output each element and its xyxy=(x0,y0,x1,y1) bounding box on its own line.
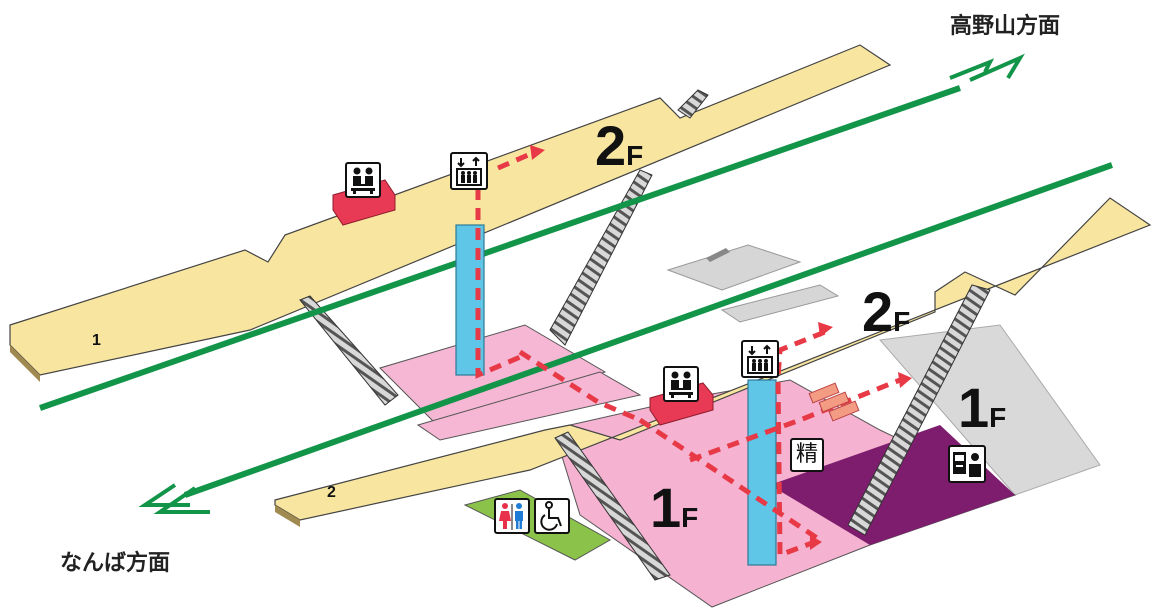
concourse-strip xyxy=(416,371,642,441)
platform-number-2: 2 xyxy=(327,484,336,501)
route-arrowhead-upper xyxy=(530,145,545,160)
elevator-icon xyxy=(741,340,779,378)
arrow-namba xyxy=(138,483,210,514)
track-lower xyxy=(183,162,1114,498)
platform-number-1: 1 xyxy=(92,332,101,349)
stairs-top-right xyxy=(677,89,709,119)
route-arrowhead-lower xyxy=(818,322,833,337)
gray-area-mid xyxy=(720,284,840,323)
route-arrowhead-end xyxy=(810,535,822,550)
platform-2-edge xyxy=(275,505,300,527)
fare-adjustment-sign: 精 xyxy=(790,438,824,472)
toilet-icon xyxy=(494,498,530,534)
route-arrowhead-stair xyxy=(898,372,912,388)
stairs-left xyxy=(299,295,399,406)
waiting-room-icon xyxy=(345,162,381,198)
elevator-icon xyxy=(450,152,488,190)
stairs-upper xyxy=(549,169,653,346)
stairs-right xyxy=(847,284,991,536)
direction-koyasan: 高野山方面 xyxy=(950,14,1061,39)
floor-label-upper-2f: 2F xyxy=(595,114,644,177)
waiting-room-icon xyxy=(663,366,699,402)
floor-label-lower-2f: 2F xyxy=(862,280,911,343)
arrow-koyasan xyxy=(949,53,1025,82)
stairs-lower-left xyxy=(554,431,671,581)
floor-label-1f: 1F xyxy=(650,476,699,539)
floor-label-right-1f: 1F xyxy=(958,376,1007,439)
platform-2 xyxy=(274,197,1152,521)
direction-namba: なんば方面 xyxy=(60,551,171,576)
platform-1 xyxy=(9,44,892,376)
platform-1-edge xyxy=(10,345,40,382)
accessible-toilet-icon xyxy=(534,498,570,534)
accessible-route xyxy=(475,149,901,559)
ticket-machine-icon xyxy=(948,445,986,483)
track-upper xyxy=(39,85,961,411)
elevator-shaft-lower xyxy=(747,379,777,566)
ticket-gates xyxy=(808,382,860,422)
stairs-small xyxy=(706,248,730,262)
